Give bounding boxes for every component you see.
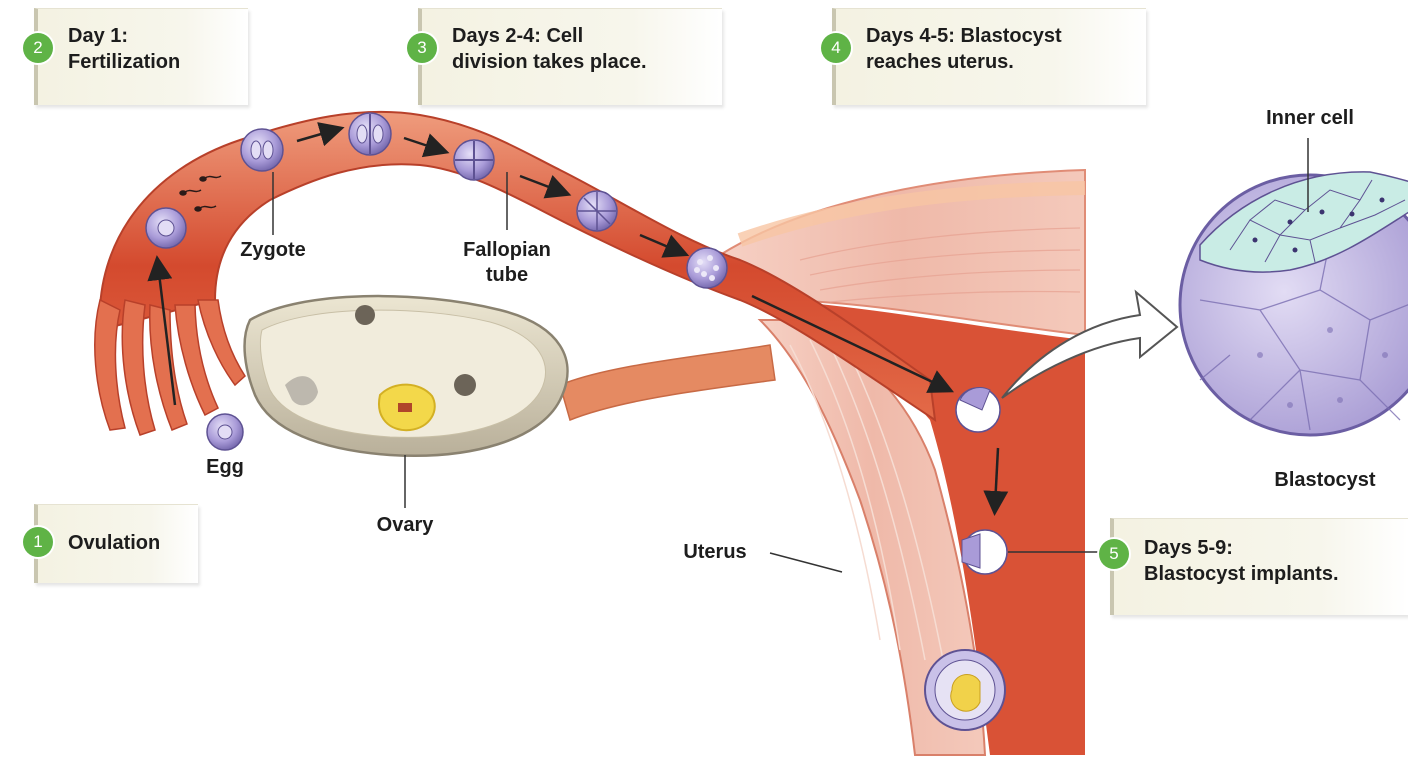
step-1-callout: 1 Ovulation — [34, 504, 198, 583]
step-4-badge: 4 — [821, 33, 851, 63]
zygote-cell — [241, 129, 283, 171]
four-cell-stage — [454, 140, 494, 180]
step-2-badge: 2 — [23, 33, 53, 63]
step-3-text: Days 2-4: Cell division takes place. — [452, 23, 647, 75]
step-2-callout: 2 Day 1: Fertilization — [34, 8, 248, 105]
blastocyst-label: Blastocyst — [1250, 468, 1400, 493]
step-5-badge: 5 — [1099, 539, 1129, 569]
ovary-label: Ovary — [355, 513, 455, 538]
two-cell-stage — [349, 113, 391, 155]
step-5-callout: 5 Days 5-9: Blastocyst implants. — [1110, 518, 1408, 615]
zygote-label: Zygote — [228, 238, 318, 263]
step-3-callout: 3 Days 2-4: Cell division takes place. — [418, 8, 722, 105]
blastocyst-in-uterus — [956, 388, 1000, 432]
eight-cell-stage — [577, 191, 617, 231]
step-4-callout: 4 Days 4-5: Blastocyst reaches uterus. — [832, 8, 1146, 105]
step-2-text: Day 1: Fertilization — [68, 23, 180, 75]
ovary — [245, 296, 568, 456]
egg-label: Egg — [185, 455, 265, 480]
fallopian-tube-label: Fallopian tube — [452, 238, 562, 288]
inner-cell-label: Inner cell — [1240, 106, 1380, 131]
uterus-label: Uterus — [660, 540, 770, 565]
enlarged-blastocyst — [1180, 172, 1408, 435]
step-1-text: Ovulation — [68, 530, 160, 556]
implanting-blastocyst — [962, 530, 1007, 574]
step-4-text: Days 4-5: Blastocyst reaches uterus. — [866, 23, 1062, 75]
step-5-text: Days 5-9: Blastocyst implants. — [1144, 535, 1339, 587]
egg-cell — [207, 414, 243, 450]
morula — [687, 248, 727, 288]
implanted-embryo — [925, 650, 1005, 730]
ovarian-ligament — [560, 345, 775, 420]
step-3-badge: 3 — [407, 33, 437, 63]
egg-in-tube — [146, 208, 186, 248]
step-1-badge: 1 — [23, 527, 53, 557]
